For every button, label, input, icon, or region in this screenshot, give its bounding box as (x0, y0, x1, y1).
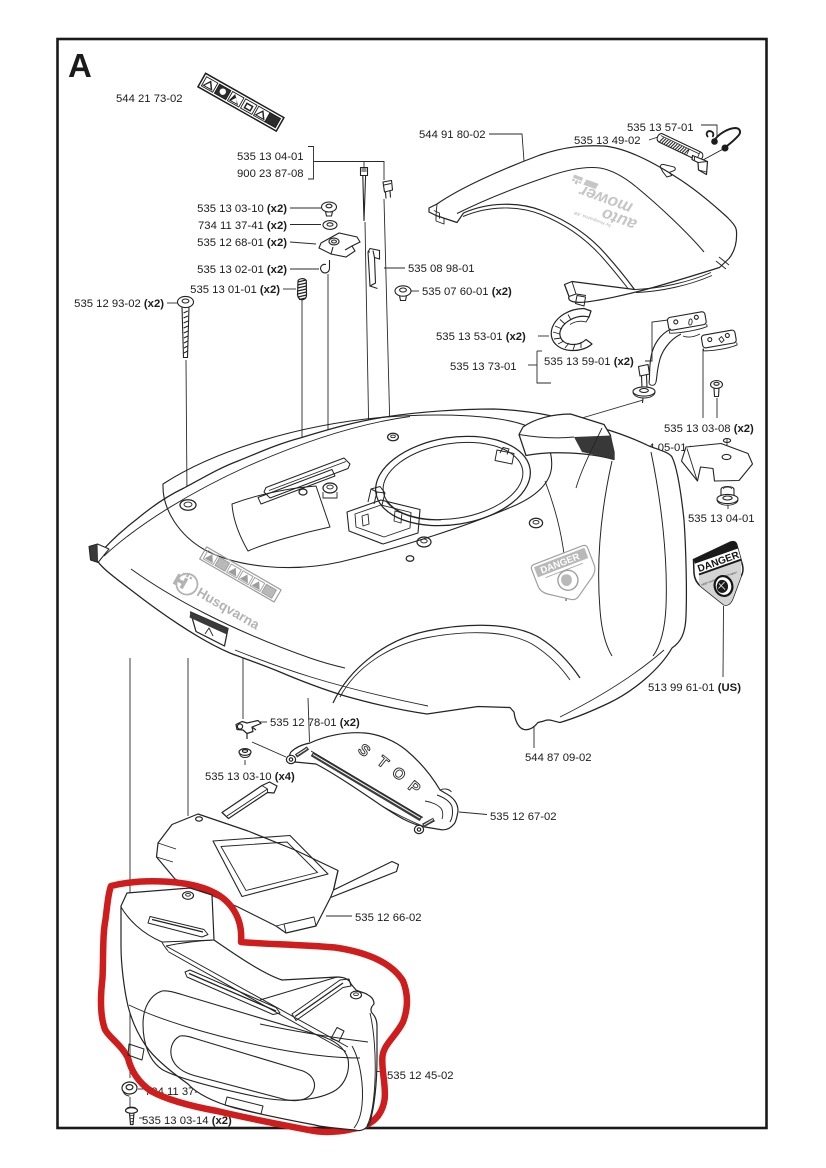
svg-text:535 13 03-08 (x2): 535 13 03-08 (x2) (664, 423, 754, 435)
svg-text:535 12 67-02: 535 12 67-02 (490, 811, 557, 823)
svg-text:734 11 37-41 (x2): 734 11 37-41 (x2) (198, 220, 287, 232)
svg-text:535 13 03-14 (x2): 535 13 03-14 (x2) (142, 1115, 232, 1127)
svg-text:535 13 03-10 (x2): 535 13 03-10 (x2) (197, 203, 287, 215)
svg-text:A: A (68, 47, 92, 84)
svg-text:535 13 73-01: 535 13 73-01 (450, 361, 517, 373)
svg-text:535 13 04-01: 535 13 04-01 (237, 151, 304, 163)
svg-text:544 87 09-02: 544 87 09-02 (525, 752, 592, 764)
svg-text:535 13 01-01 (x2): 535 13 01-01 (x2) (190, 284, 280, 296)
svg-text:513 99 61-01 (US): 513 99 61-01 (US) (648, 682, 741, 694)
svg-text:535 13 49-02: 535 13 49-02 (574, 135, 641, 147)
svg-text:535 12 66-02: 535 12 66-02 (355, 912, 422, 924)
svg-text:535 08 98-01: 535 08 98-01 (408, 263, 475, 275)
svg-text:535 13 53-01 (x2): 535 13 53-01 (x2) (436, 331, 526, 343)
svg-text:535 13 04-01: 535 13 04-01 (688, 513, 755, 525)
svg-text:535 12 45-02: 535 12 45-02 (387, 1070, 454, 1082)
svg-text:535 12 93-02 (x2): 535 12 93-02 (x2) (74, 298, 164, 310)
svg-text:535 13 02-01 (x2): 535 13 02-01 (x2) (197, 264, 287, 276)
svg-text:535 13 57-01: 535 13 57-01 (627, 122, 694, 134)
svg-text:535 12 68-01 (x2): 535 12 68-01 (x2) (197, 237, 287, 249)
svg-text:535 13 59-01 (x2): 535 13 59-01 (x2) (544, 356, 634, 368)
svg-text:535 13 03-10 (x4): 535 13 03-10 (x4) (205, 771, 295, 783)
svg-text:535 07 60-01 (x2): 535 07 60-01 (x2) (422, 286, 512, 298)
svg-text:900 23 87-08: 900 23 87-08 (237, 168, 304, 180)
svg-text:535 12 78-01 (x2): 535 12 78-01 (x2) (270, 717, 360, 729)
svg-text:544 21 73-02: 544 21 73-02 (116, 93, 183, 105)
svg-text:544 91 80-02: 544 91 80-02 (419, 129, 486, 141)
